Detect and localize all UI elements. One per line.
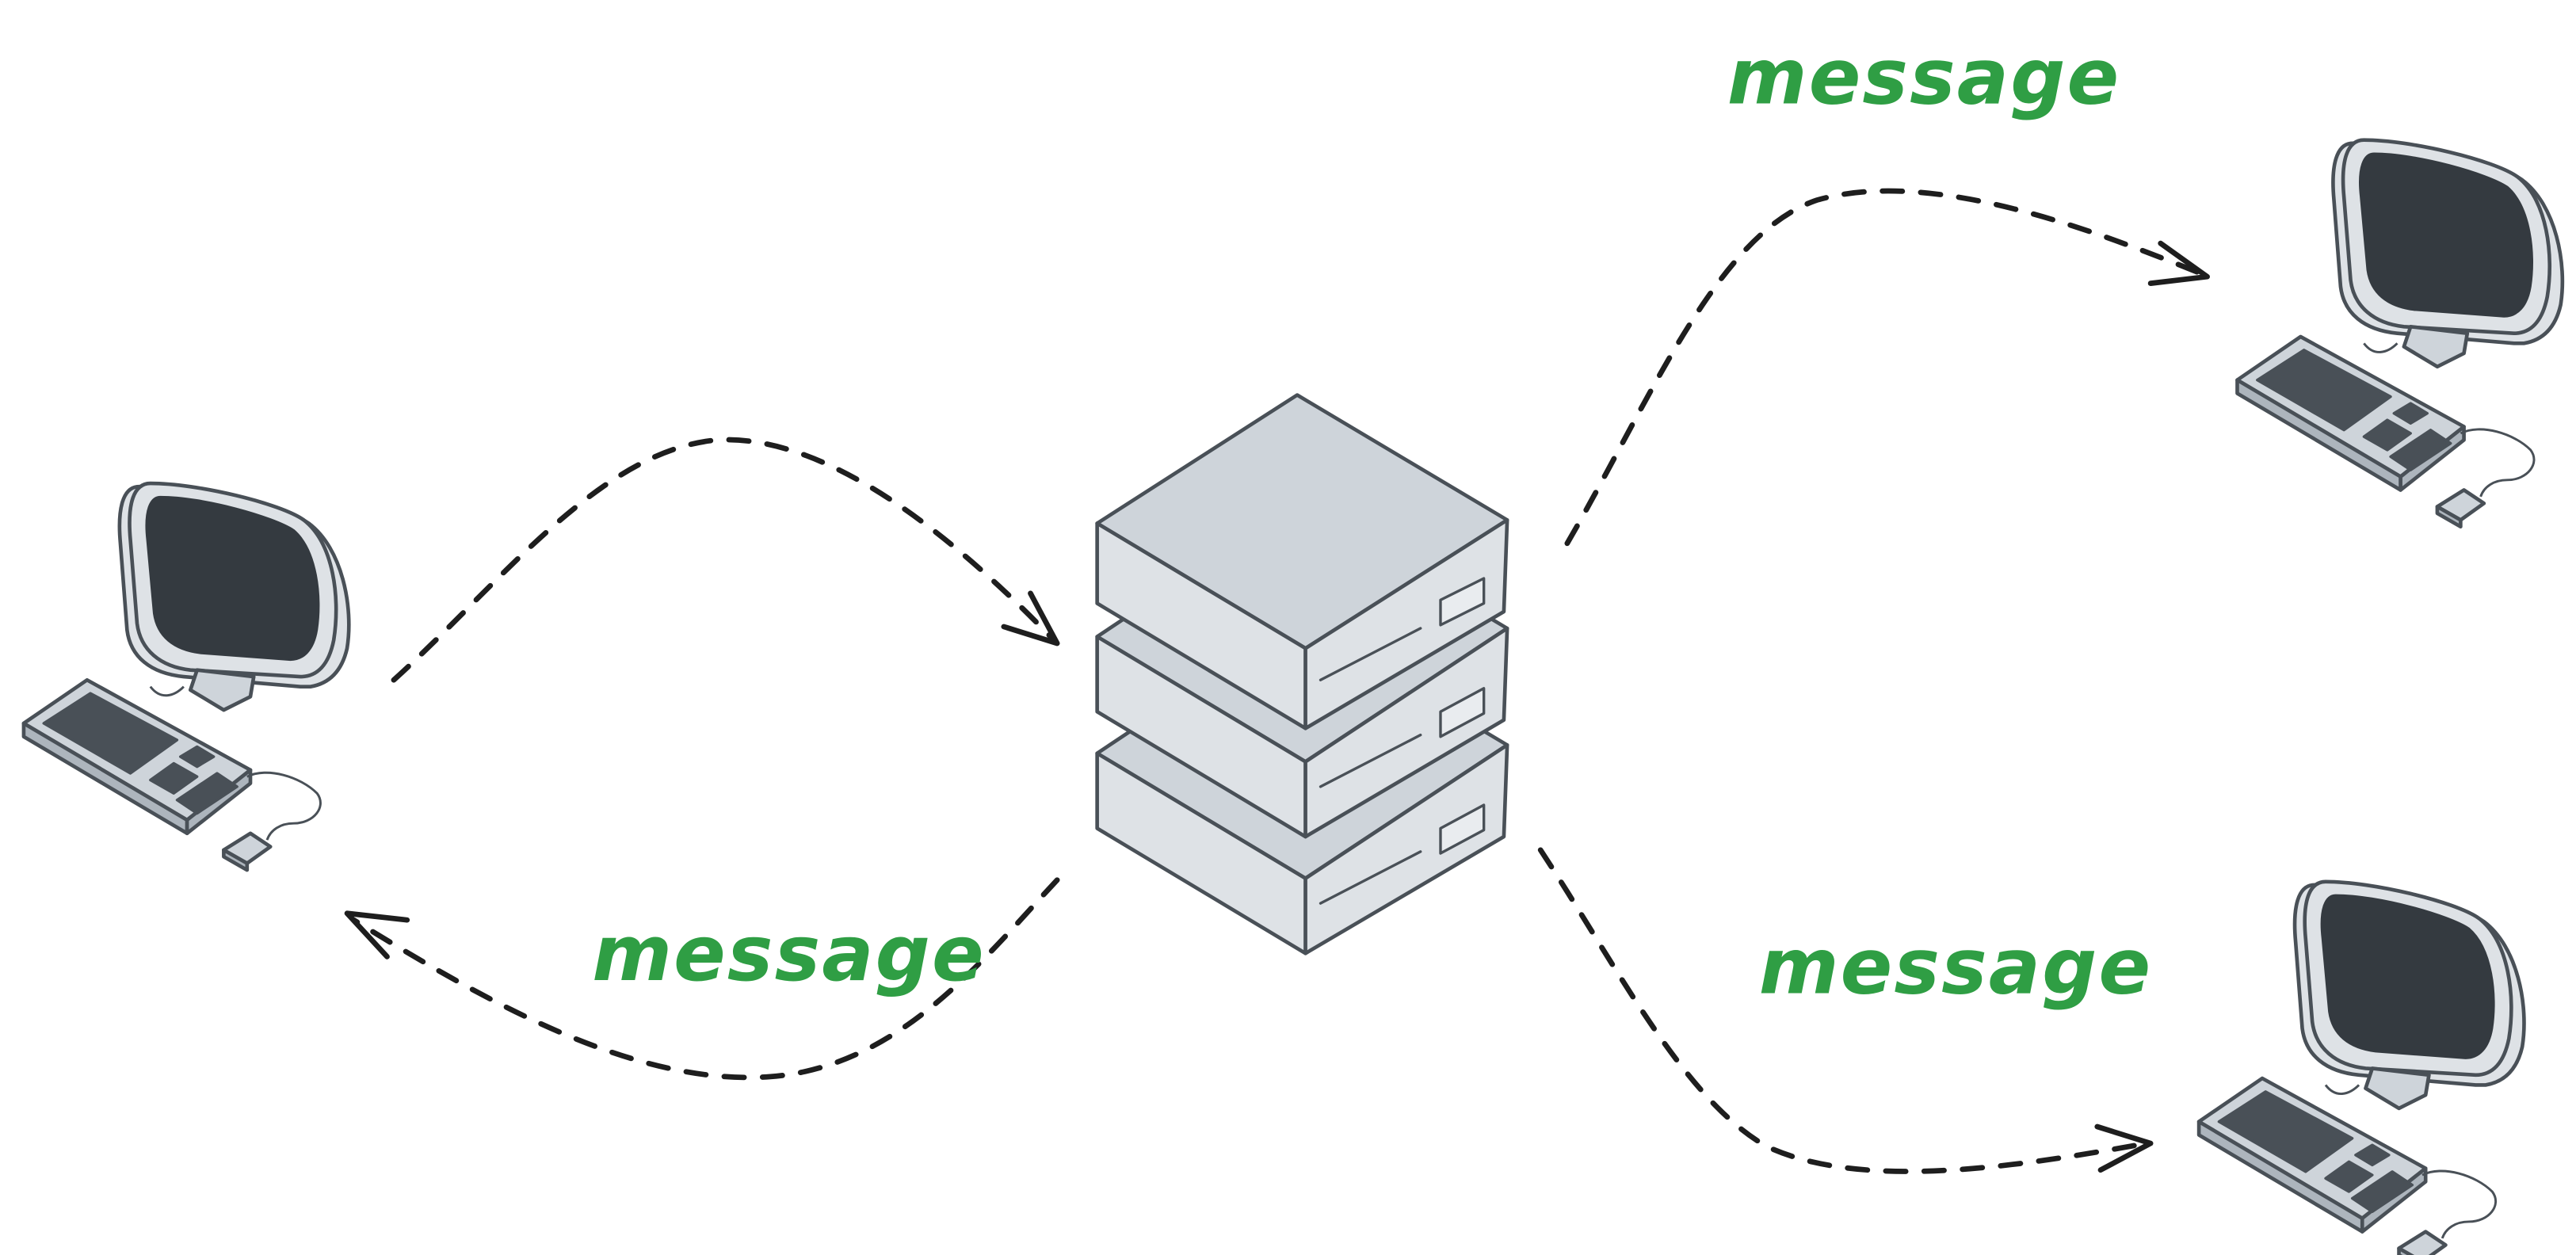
top-right-computer-icon — [2237, 140, 2562, 527]
arrow-left-to-server — [391, 437, 1060, 683]
server-stack-icon — [1095, 393, 1509, 956]
arrow-server-to-left — [344, 877, 1060, 1081]
left-computer-icon — [24, 483, 349, 870]
server-unit-top — [1095, 393, 1509, 730]
arrow-server-to-bottom-right — [1537, 847, 2154, 1174]
bottom-right-computer-icon — [2199, 882, 2524, 1255]
arrow-server-to-top-right — [1564, 188, 2210, 547]
label-left-return: message — [592, 909, 986, 998]
label-bottom-right: message — [1759, 922, 2153, 1012]
label-top-right: message — [1727, 32, 2120, 121]
